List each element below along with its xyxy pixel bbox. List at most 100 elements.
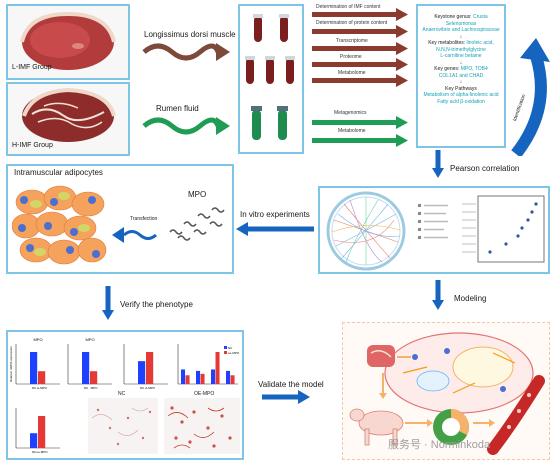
plasmid-dna-image	[169, 207, 225, 241]
chart-2-title: MPO	[85, 337, 94, 342]
in-vitro-left-arrow	[236, 222, 314, 236]
upper-omics-arrows	[312, 8, 408, 87]
chart-1-title: MPO	[33, 337, 42, 342]
omics-label-metagenomics: Metagenomics	[334, 110, 367, 116]
pearson-label: Pearson correlation	[450, 164, 520, 173]
omics-label-imf: Determination of IMF content	[316, 4, 381, 10]
genus-item-1: Selenomonas	[445, 20, 477, 27]
genus-label: Keystone genus	[434, 14, 471, 20]
lower-omics-arrows	[312, 116, 408, 147]
chart-4-legend-label-2: oe-MPO	[228, 351, 240, 355]
genus-value: Crusta	[472, 14, 488, 20]
adipocyte-cells-image	[12, 185, 107, 265]
in-vitro-label: In vitro experiments	[240, 210, 310, 219]
chart-4-legend-label-1: NC	[228, 346, 233, 350]
omics-label-protein: Determination of protein content	[316, 20, 388, 26]
micrograph-oe-label: OE-MPO	[194, 391, 215, 397]
muscle-sample-label: Longissimus dorsi muscle	[144, 30, 236, 39]
chart-5-tick-1: NC	[32, 450, 37, 454]
chart-3-bar-1-1	[138, 361, 146, 384]
chart-4-legend-swatch-2	[224, 351, 227, 354]
metabolite-item-2: L-carnitine betaine	[440, 53, 482, 59]
gene-item-1: COL1A1 and CHAD	[438, 72, 484, 79]
genes-label: Key genes	[434, 66, 458, 72]
l-imf-meat-image	[20, 11, 116, 70]
chart-4-legend-swatch-1	[224, 346, 227, 349]
modeling-label: Modeling	[454, 294, 487, 303]
omics-label-proteome: Proteome	[340, 54, 362, 60]
omics-label-transcriptome: Transcriptome	[336, 38, 368, 44]
chart-2-bar-1-2	[90, 371, 98, 384]
chart-3-tick-1: NC	[140, 386, 145, 390]
pathway-item-2: Fatty acid β-oxidation	[437, 98, 485, 105]
chart-2-bar-1-1	[82, 352, 90, 384]
importance-dot-plot	[462, 195, 545, 263]
verify-label: Verify the phenotype	[120, 300, 193, 309]
down-arrow-glyph-2: ↓	[459, 59, 463, 66]
chart-4-bar-4-2	[230, 375, 235, 384]
metabolite-item-1: N,N,N-trimethylglycine	[436, 46, 486, 53]
correlation-panel	[318, 186, 550, 274]
genus-item-2: Anaerovibrio and Lachnospiraceae	[422, 27, 500, 33]
pathway-item-1: Metabolism of alpha-linolenic acid	[423, 92, 499, 98]
chart-4-bar-1-1	[181, 369, 186, 384]
chart-1-tick-1: NC	[32, 386, 37, 390]
micrograph-nc: NC	[88, 391, 158, 454]
transfection-wavy-arrow	[112, 227, 157, 243]
down-arrow-glyph-1: ↓	[459, 33, 463, 40]
h-imf-panel: H-IMF Group	[6, 82, 130, 156]
chart-4-bar-3-1	[211, 369, 216, 384]
chart-5-bar-1-2	[38, 416, 46, 448]
l-imf-label: L-IMF Group	[12, 64, 52, 71]
circos-network-plot	[326, 191, 406, 271]
sample-tubes-image	[245, 14, 295, 140]
chart-3-bar-1-2	[146, 352, 154, 384]
metabolites-value: linoleic acid,	[466, 40, 494, 46]
micrograph-oe-image	[167, 406, 232, 449]
chart-2-tick-2: MPO	[91, 386, 99, 390]
pathways-label: Key Pathways	[445, 85, 477, 92]
transfection-label: Transfection	[130, 216, 158, 222]
rumen-sample-label: Rumen fluid	[156, 104, 199, 113]
chart-1-tick-2: si-MPO	[37, 386, 48, 390]
adipocytes-title: Intramuscular adipocytes	[14, 168, 103, 177]
key-results-text: Keystone genus: Crusta Selenomonas Anaer…	[398, 14, 524, 105]
h-imf-label: H-IMF Group	[12, 142, 53, 149]
mechanism-model-image	[349, 332, 545, 455]
chart-3-tick-2: si-MPO	[145, 386, 156, 390]
chart-1-bar-1-1	[30, 352, 38, 384]
mpo-label: MPO	[188, 190, 207, 199]
genes-value: MPO, TOB4	[460, 66, 488, 72]
validate-right-arrow	[262, 390, 310, 404]
chart-4-bar-3-2	[215, 352, 220, 384]
chart-4-bar-1-2	[185, 375, 190, 384]
chart-5-bar-1-1	[30, 433, 38, 448]
chart-4-bar-2-1	[196, 370, 201, 384]
chart-1-bar-1-2	[38, 371, 46, 384]
micrograph-nc-label: NC	[118, 391, 126, 397]
key-results-panel	[416, 4, 506, 148]
micrograph-nc-image	[91, 407, 152, 446]
omics-label-metabolome-upper: Metabolome	[338, 70, 366, 76]
adipocytes-panel: Intramuscular adipocytes Transfection MP…	[6, 164, 234, 274]
watermark-text: 服务号 · Norminkoda	[388, 439, 491, 451]
h-imf-meat-image	[22, 87, 116, 142]
metabolites-label: Key metabolites	[428, 40, 464, 46]
chart-2-tick-1: NC	[84, 386, 89, 390]
identification-curved-arrow	[511, 38, 550, 156]
chart-1-ylabel: Relative mRNA expression	[9, 346, 13, 382]
verify-down-arrow	[102, 286, 114, 320]
chart-5-tick-2: oe-MPO	[36, 450, 48, 454]
chart-4-bar-2-2	[200, 373, 205, 384]
legend-list-image	[418, 204, 448, 239]
l-imf-panel: L-IMF Group	[6, 4, 130, 80]
validate-label: Validate the model	[258, 380, 324, 389]
modeling-down-arrow	[432, 280, 444, 310]
